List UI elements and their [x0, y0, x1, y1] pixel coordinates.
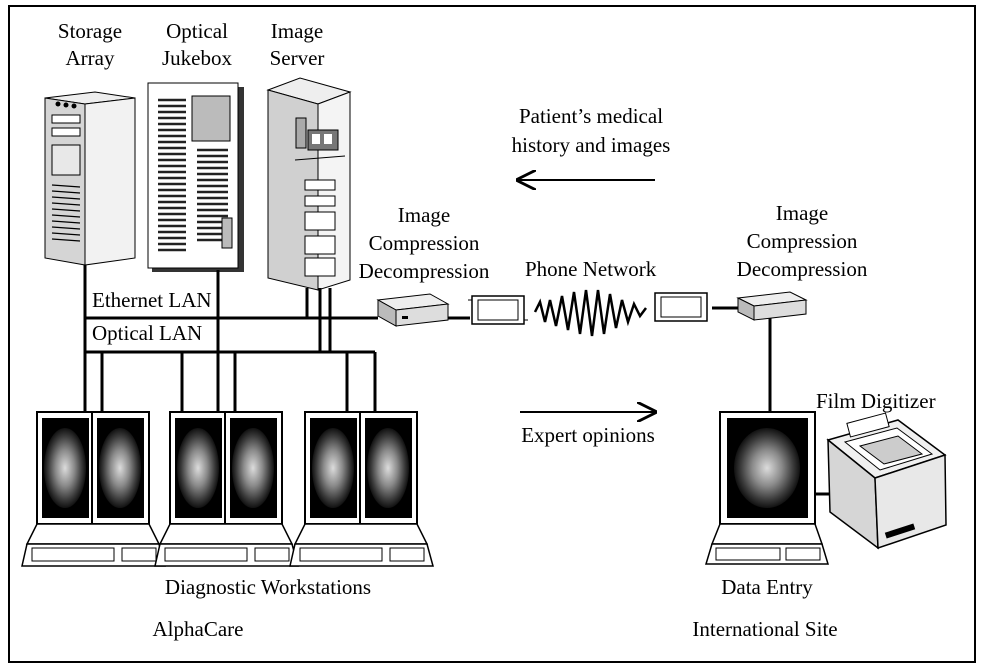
data-entry-label: Data Entry: [721, 575, 813, 599]
right-codec-label-line1: Image: [775, 201, 829, 225]
right-modem-icon: [654, 292, 708, 322]
left-codec-label-line1: Image: [397, 203, 451, 227]
right-codec-device-icon: [736, 291, 808, 321]
left-codec-device-icon: [376, 293, 450, 327]
diagram-border: [8, 5, 976, 663]
optical-jukebox-icon: [147, 82, 244, 272]
storage-array-label-line1: Storage: [57, 19, 123, 43]
international-site-label: International Site: [692, 617, 838, 641]
film-digitizer-label: Film Digitizer: [816, 389, 936, 413]
diagnostic-workstations-label: Diagnostic Workstations: [164, 575, 372, 599]
optical-jukebox-label-line1: Optical: [166, 19, 228, 43]
left-codec-label-line3: Decompression: [358, 259, 490, 283]
flow-to-alphacare-line2: history and images: [511, 133, 671, 157]
flow-to-international-label: Expert opinions: [521, 423, 655, 447]
flow-to-alphacare-line1: Patient’s medical: [518, 104, 664, 128]
phone-network-wave: [533, 289, 647, 337]
optical-lan-label: Optical LAN: [92, 321, 203, 345]
optical-jukebox-label-line2: Jukebox: [162, 46, 232, 70]
storage-array-label-line2: Array: [65, 46, 115, 70]
ethernet-lan-label: Ethernet LAN: [92, 288, 212, 312]
workstation-3-icon: [289, 411, 434, 567]
phone-network-label: Phone Network: [525, 257, 657, 281]
right-codec-label-line2: Compression: [746, 229, 858, 253]
workstation-2-icon: [154, 411, 299, 567]
film-digitizer-icon: [826, 412, 947, 550]
left-codec-label-line2: Compression: [368, 231, 480, 255]
network-cabling: [83, 265, 772, 412]
left-modem-icon: [468, 295, 528, 325]
alphacare-site-label: AlphaCare: [152, 617, 244, 641]
image-server-icon: [266, 77, 352, 291]
data-entry-workstation-icon: [704, 411, 842, 565]
image-server-label-line2: Server: [269, 46, 325, 70]
workstation-1-icon: [21, 411, 166, 567]
storage-array-icon: [44, 91, 136, 266]
right-codec-label-line3: Decompression: [736, 257, 868, 281]
image-server-label-line1: Image: [270, 19, 324, 43]
